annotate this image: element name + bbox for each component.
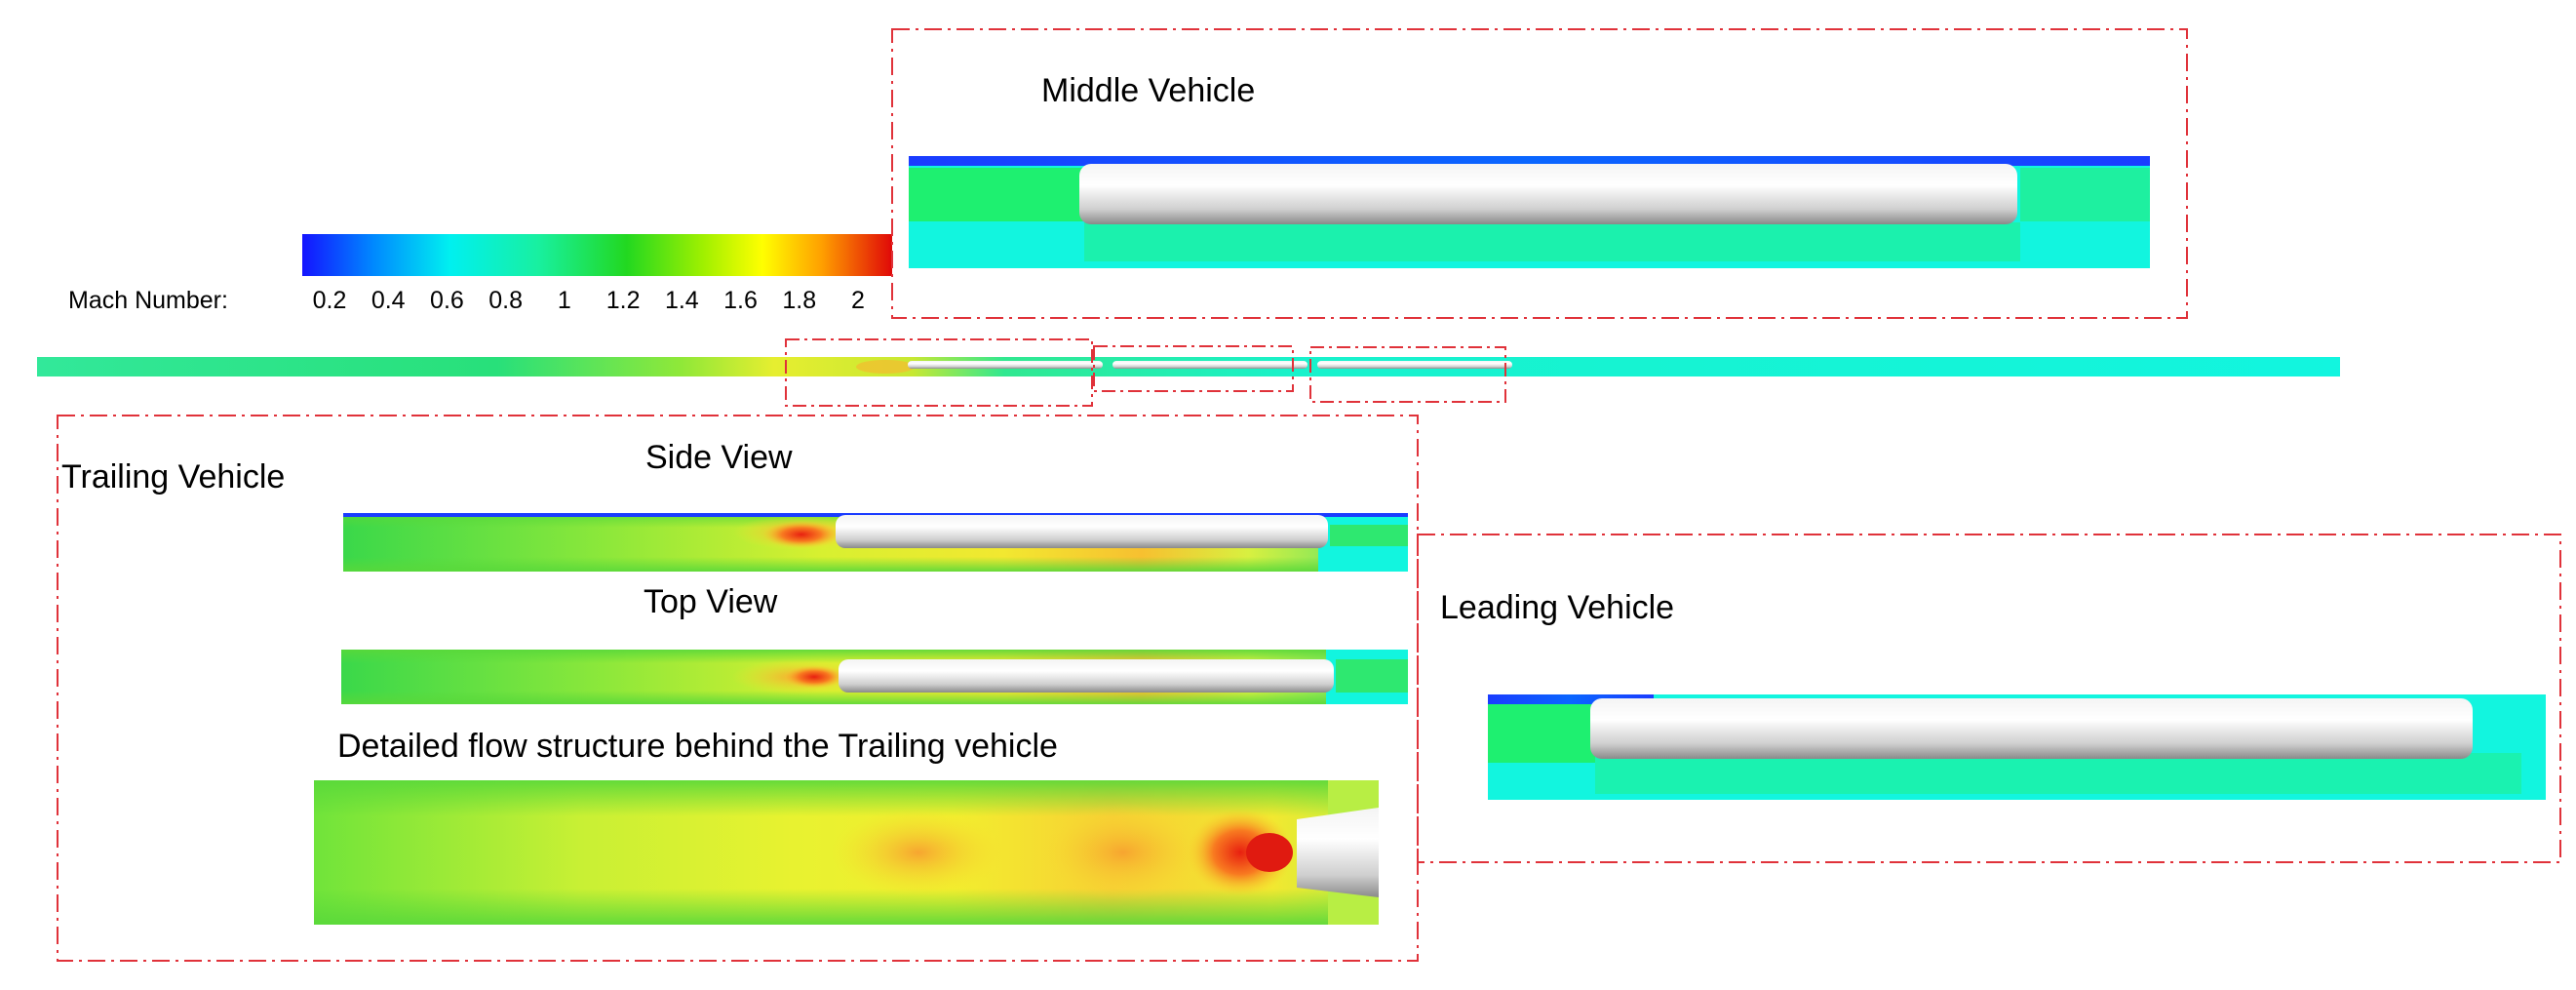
colorbar-label: Mach Number: (68, 287, 228, 314)
frame-overview-trailing (785, 338, 1093, 407)
middle-vehicle-field (909, 156, 2150, 268)
leading-vehicle-body (1590, 698, 2473, 759)
overview-leading-vehicle (1317, 361, 1512, 369)
trailing-top-vehicle-body (839, 659, 1334, 693)
middle-vehicle-title: Middle Vehicle (1041, 72, 1256, 109)
colorbar-tick-6: 1.4 (664, 287, 699, 314)
trailing-side-vehicle-body (836, 515, 1328, 548)
colorbar-tick-9: 2 (851, 287, 865, 314)
colorbar-tick-4: 1 (557, 287, 571, 314)
colorbar-tick-8: 1.8 (782, 287, 817, 314)
side-view-label: Side View (645, 439, 793, 476)
trailing-top-view-field (341, 650, 1408, 704)
overview-middle-vehicle (1112, 361, 1308, 369)
frame-overview-middle (1093, 345, 1294, 392)
detail-title: Detailed flow structure behind the Trail… (337, 728, 1058, 765)
leading-vehicle-title: Leading Vehicle (1440, 589, 1675, 626)
colorbar-gradient (302, 234, 892, 276)
middle-vehicle-body (1079, 164, 2017, 224)
detail-flow-field (314, 780, 1379, 925)
detail-vehicle-tail (1297, 808, 1379, 897)
trailing-side-view-field (343, 513, 1408, 572)
colorbar-tick-3: 0.8 (488, 287, 524, 314)
colorbar-tick-0: 0.2 (312, 287, 347, 314)
top-view-label: Top View (644, 583, 778, 620)
trailing-vehicle-title: Trailing Vehicle (61, 458, 286, 495)
overview-trailing-vehicle (908, 361, 1103, 369)
colorbar-tick-7: 1.6 (723, 287, 758, 314)
colorbar-tick-5: 1.2 (605, 287, 641, 314)
leading-vehicle-field (1488, 694, 2546, 800)
colorbar-tick-1: 0.4 (371, 287, 406, 314)
colorbar-tick-2: 0.6 (430, 287, 464, 314)
frame-overview-leading (1309, 346, 1506, 403)
overview-strip (37, 357, 2340, 376)
